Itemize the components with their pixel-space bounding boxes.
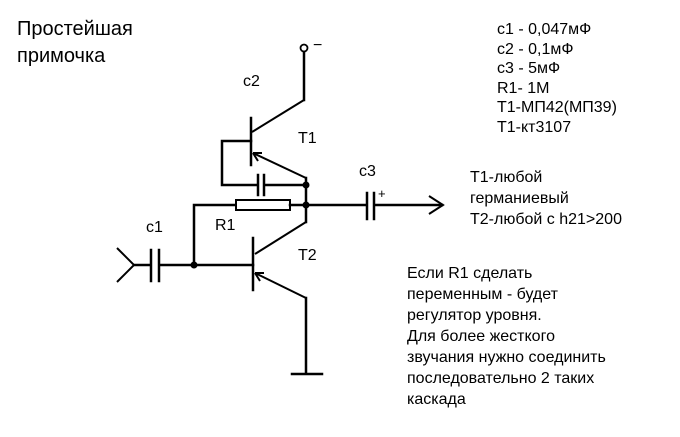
c3-polarity-plus: + <box>378 186 386 201</box>
usage-note-line: звучания нужно соединить <box>407 349 606 366</box>
t2-collector <box>254 221 307 255</box>
label-t1: T1 <box>298 130 317 147</box>
capacitor-c1 <box>149 248 161 283</box>
transistor-note-line: германиевый <box>470 190 569 207</box>
transistor-t2 <box>251 221 307 299</box>
transistor-notes: T1-любой германиевый T2-любой с h21>200 <box>470 167 622 230</box>
output-arrow-icon <box>428 195 445 215</box>
spec-t1: T1-МП42(МП39) <box>497 99 617 116</box>
spec-c1: c1 - 0,047мФ <box>497 21 592 38</box>
diagram-title: Простейшая примочка <box>17 16 133 70</box>
capacitor-c3 <box>365 191 376 221</box>
transistor-note-line: T2-любой с h21>200 <box>470 211 622 228</box>
usage-note-line: Для более жесткого <box>407 328 555 345</box>
capacitor-c2 <box>256 173 266 197</box>
usage-note-line: каскада <box>407 391 466 408</box>
usage-note-line: Если R1 сделать <box>407 265 533 282</box>
label-c1: c1 <box>146 219 163 236</box>
label-c3: c3 <box>359 163 376 180</box>
usage-note-line: последовательно 2 таких <box>407 370 595 387</box>
input-connector-icon <box>116 247 136 283</box>
t2-emitter <box>254 272 307 299</box>
component-values-list: c1 - 0,047мФ c2 - 0,1мФ c3 - 5мФ R1- 1М … <box>497 20 617 137</box>
resistor-r1 <box>235 199 291 211</box>
spec-r1: R1- 1М <box>497 79 550 97</box>
t1-base-loop-wire <box>220 139 259 187</box>
t1-emitter <box>252 152 307 179</box>
transistor-t1 <box>249 99 307 179</box>
label-c2: c2 <box>243 73 260 90</box>
usage-note-line: переменным - будет <box>407 286 558 303</box>
transistor-note-line: T1-любой <box>470 169 543 186</box>
junction-dot <box>190 261 198 269</box>
spec-c3: c3 - 5мФ <box>497 60 561 77</box>
t1-collector <box>251 99 305 133</box>
title-line-2: примочка <box>17 45 106 67</box>
t2-emitter-arrow-icon <box>254 272 264 282</box>
supply-terminal <box>299 43 309 53</box>
supply-minus-sign: − <box>313 37 323 54</box>
junction-dot <box>302 181 310 189</box>
r1-left-wire <box>192 203 238 267</box>
spec-t1-alt: T1-кт3107 <box>497 118 572 136</box>
spec-c2: c2 - 0,1мФ <box>497 40 574 58</box>
t1-emitter-arrow-icon <box>252 152 262 162</box>
usage-note-line: регулятор уровня. <box>407 307 542 324</box>
usage-notes: Если R1 сделать переменным - будет регул… <box>407 263 606 410</box>
label-r1: R1 <box>215 217 236 234</box>
label-t2: T2 <box>298 247 317 264</box>
title-line-1: Простейшая <box>17 18 133 40</box>
